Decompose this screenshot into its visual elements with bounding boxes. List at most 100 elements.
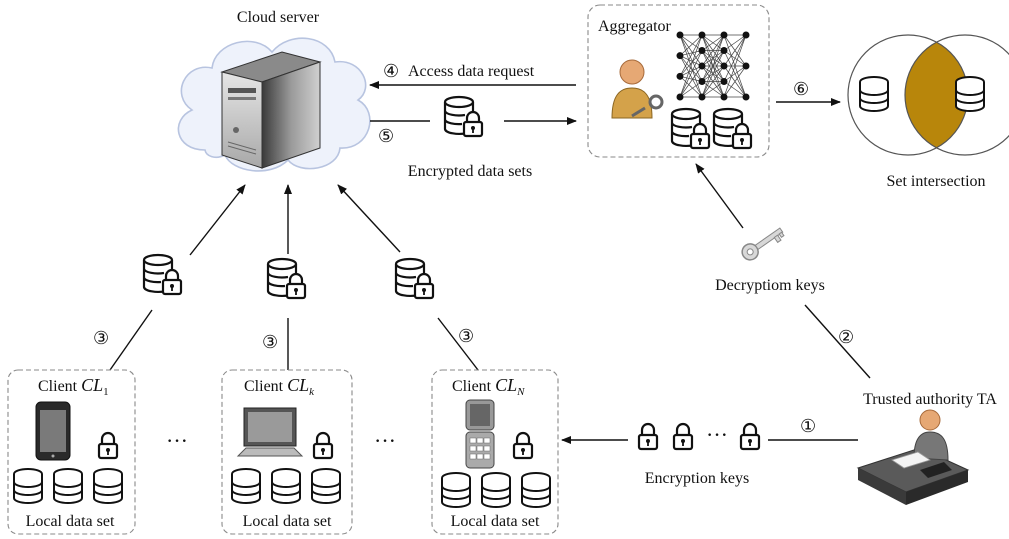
phone-icon [35,401,71,461]
nn-edge [679,65,703,77]
flow-step6: ⑥ [776,79,841,106]
cloud-server-title: Cloud server [237,9,320,26]
nn-edge [679,55,703,98]
step2-label: Decryptiom keys [715,277,825,294]
nn-edge [679,50,703,57]
database-icon [231,468,261,504]
client-prefix: Client [244,378,287,395]
nn-edge [679,34,703,51]
ellipsis: ··· [374,428,396,453]
client-label: Client CLk [244,375,315,398]
client-subscript: N [516,386,525,398]
nn-node [698,78,706,85]
set-intersection-label: Set intersection [886,173,985,190]
nn-edge [679,75,703,82]
flow-step3: ③ ③ ③ [93,184,479,371]
nn-edge [679,34,703,67]
nn-node [676,93,684,101]
database-icon [441,472,471,508]
database-icon [859,76,889,112]
nn-edge [701,50,725,98]
nn-edge [679,76,703,98]
database-icon [521,472,551,508]
server-icon [220,51,322,169]
upload-line-1 [109,309,153,371]
person-at-desk-icon [856,409,970,505]
upload-arrow-1 [189,184,246,256]
nn-edge [679,55,703,82]
nn-node [698,47,706,54]
nn-edge [701,65,725,98]
lock-icon [739,422,761,451]
trusted-authority-label: Trusted authority TA [863,391,997,408]
nn-edge [723,65,747,98]
local-data-set-label: Local data set [26,513,115,530]
nn-node [676,52,684,60]
user-with-key-icon [611,59,664,119]
nn-node [720,47,728,54]
nn-node [742,31,750,39]
nn-edge [723,34,747,98]
neural-network-icon [676,31,750,101]
nn-node [720,62,728,70]
decryption-key-arrow [695,163,744,229]
client-prefix: Client [452,378,495,395]
nn-edge [723,34,747,51]
lock-icon [97,431,119,460]
step3-number-2: ③ [262,332,278,353]
ellipsis: ··· [166,428,188,453]
lock-icon [312,431,334,460]
client-name: CL [495,375,517,395]
nn-node [698,62,706,70]
client-prefix: Client [38,378,81,395]
encrypted-database-icon [266,257,307,300]
flow-step1: ① ··· Encryption keys [561,416,858,487]
nn-edge [679,34,703,56]
step6-number: ⑥ [793,79,809,100]
database-icon [311,468,341,504]
nn-edge [723,34,747,67]
local-data-set-label: Local data set [451,513,540,530]
encrypted-database-icon [142,253,183,296]
nn-node [698,31,706,39]
aggregator-title: Aggregator [598,18,672,35]
desktop-icon [236,407,304,457]
database-icon [955,76,985,112]
key-icon [741,227,785,261]
encrypted-database-icon [670,107,711,150]
nn-edge [679,34,703,98]
nn-edge [679,50,703,98]
flow-step2: Decryptiom keys ② [695,163,871,379]
nn-edge [723,81,747,98]
nn-edge [679,34,703,77]
lock-icon [512,431,534,460]
set-intersection: Set intersection [847,34,1009,190]
nn-edge [679,50,703,77]
nn-node [676,72,684,80]
client-box [221,369,353,535]
client-label: Client CLN [452,375,525,398]
database-icon [93,468,123,504]
client-name: CL [287,375,309,395]
client-box [431,369,559,535]
upload-arrow-n [337,184,401,253]
nn-edge [723,65,747,82]
nn-node [720,78,728,85]
database-icon [13,468,43,504]
step1-label: Encryption keys [645,470,749,487]
local-data-set-label: Local data set [243,513,332,530]
nn-edge [679,34,703,82]
nn-edge [701,81,725,98]
step3-number-1: ③ [93,328,109,349]
client-label: Client CL1 [38,375,109,398]
client-box [7,369,136,535]
step3-number-3: ③ [458,326,474,347]
client-name: CL [81,375,103,395]
flip-phone-icon [465,399,495,469]
set-circle-right [904,34,1009,156]
decryption-key-line [804,304,871,379]
database-icon [53,468,83,504]
step5-label: Encrypted data sets [408,163,532,180]
aggregator-box [587,4,770,158]
nn-node [720,31,728,39]
